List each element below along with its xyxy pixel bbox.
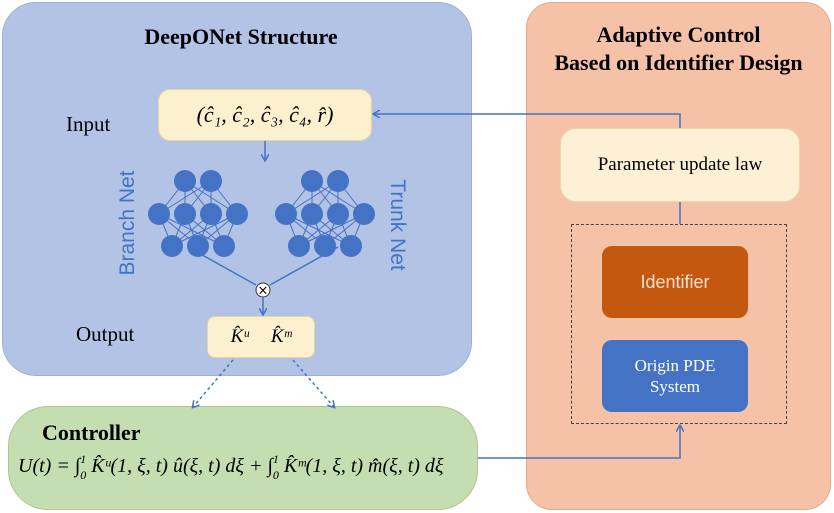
integral-1-upper: 1 — [80, 452, 87, 466]
origin-pde-system-box: Origin PDE System — [602, 340, 748, 412]
identifier-box: Identifier — [602, 246, 748, 318]
trunk-net — [275, 170, 375, 257]
branch-net — [148, 170, 248, 257]
k-m-to-controller-arrow — [292, 359, 334, 407]
parameter-update-law-box: Parameter update law — [560, 128, 800, 202]
branch-net-connection — [171, 213, 238, 247]
trunk-net-neuron — [340, 235, 362, 257]
product-symbol: × — [258, 284, 269, 299]
product-node: × — [255, 282, 271, 299]
trunk-net-neuron — [301, 203, 323, 225]
trunk-net-neuron — [275, 203, 297, 225]
formula-lhs: U(t) = ∫ — [18, 455, 81, 477]
branch-net-neuron — [187, 235, 209, 257]
formula-term1: K̂ᵘ(1, ξ, t) û(ξ, t) dξ + ∫ — [91, 455, 273, 477]
trunk-net-neuron — [327, 170, 349, 192]
output-k-u: K̂ᵘ — [230, 326, 249, 347]
controller-title: Controller — [42, 420, 141, 445]
branch-net-neuron — [226, 203, 248, 225]
input-label: Input — [66, 112, 111, 136]
integral-2-lower: 0 — [272, 468, 279, 482]
trunk-net-neuron — [301, 170, 323, 192]
origin-pde-line1: Origin PDE — [634, 356, 716, 375]
trunk-to-product-line — [269, 246, 339, 286]
controller-to-system-arrow — [478, 426, 680, 459]
output-box: K̂ᵘ K̂ᵐ — [207, 316, 315, 358]
update-law-to-input-arrow — [374, 114, 681, 128]
controller-panel — [8, 406, 478, 510]
identifier-label: Identifier — [640, 271, 710, 292]
input-box: (ĉ₁, ĉ₂, ĉ₃, ĉ₄, r̂) — [158, 89, 372, 141]
trunk-net-neuron — [288, 235, 310, 257]
branch-net-neuron — [200, 203, 222, 225]
branch-net-neuron — [200, 170, 222, 192]
trunk-net-neuron — [353, 203, 375, 225]
integral-1-lower: 0 — [80, 468, 87, 482]
branch-net-neuron — [174, 203, 196, 225]
branch-to-product-line — [187, 246, 257, 286]
adaptive-title-line1: Adaptive Control — [596, 22, 761, 47]
deeponet-panel — [2, 2, 472, 376]
integral-2-upper: 1 — [272, 452, 279, 466]
parameter-update-law-label: Parameter update law — [597, 154, 763, 175]
output-k-m: K̂ᵐ — [270, 326, 292, 347]
trunk-net-neuron — [327, 203, 349, 225]
output-label: Output — [76, 322, 135, 346]
origin-pde-line2: System — [649, 377, 701, 396]
deeponet-title: DeepONet Structure — [144, 24, 338, 49]
adaptive-title-line2: Based on Identifier Design — [554, 50, 803, 75]
formula-term2: K̂ᵐ(1, ξ, t) m̂(ξ, t) dξ — [283, 455, 444, 477]
k-u-to-controller-arrow — [193, 359, 234, 407]
branch-net-neuron — [174, 170, 196, 192]
branch-net-neuron — [161, 235, 183, 257]
input-expression: (ĉ₁, ĉ₂, ĉ₃, ĉ₄, r̂) — [196, 102, 334, 127]
branch-net-neuron — [148, 203, 170, 225]
branch-net-neuron — [213, 235, 235, 257]
identifier-system-frame — [571, 224, 787, 424]
control-law-formula: U(t) = ∫10 K̂ᵘ(1, ξ, t) û(ξ, t) dξ + ∫10… — [18, 452, 444, 483]
trunk-net-connection — [298, 213, 365, 247]
